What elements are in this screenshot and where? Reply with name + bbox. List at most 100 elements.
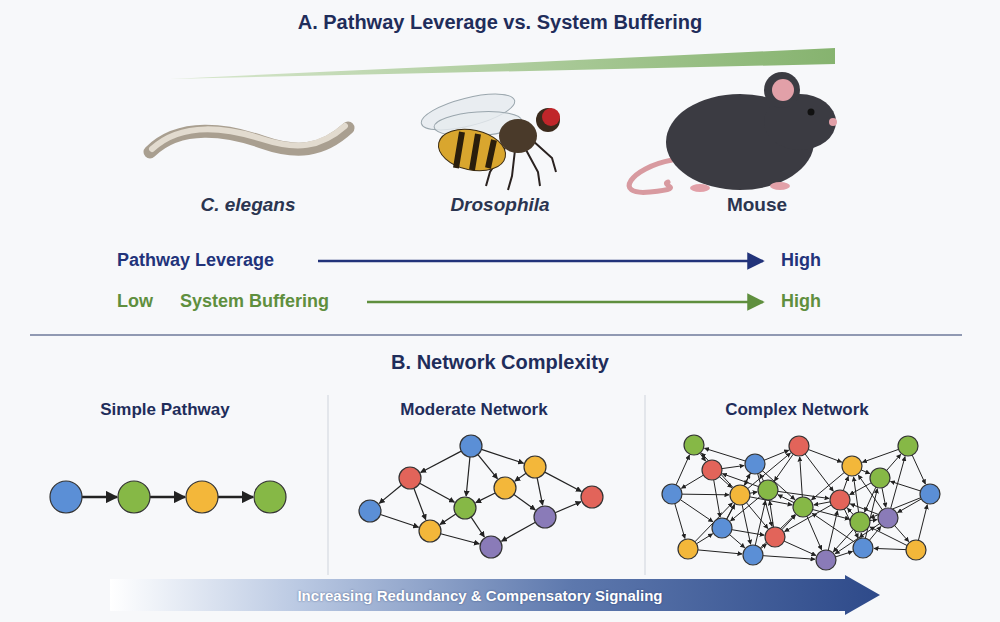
network-node [789,436,809,456]
text-label: Pathway Leverage [117,251,274,271]
mouse-illustration [629,72,837,192]
text-label: High [781,251,821,271]
network-node [816,550,836,570]
network-link [869,526,881,540]
network-link [501,522,535,541]
mouse-nose [829,118,837,126]
section-divider [30,334,962,335]
network-link [895,526,909,542]
network-node [581,486,603,508]
network-link [813,510,850,520]
network-link [882,488,886,507]
network-link [746,503,768,529]
network-link [478,455,498,479]
network-link [727,474,750,519]
network-link [682,494,729,496]
network-link [861,533,863,538]
network-link [750,492,757,493]
network-link [150,496,185,499]
network-link [441,534,480,544]
mouse-ear [764,72,800,108]
network-node [534,506,556,528]
network-link [514,494,535,509]
network-link [537,478,542,505]
network-link [778,495,794,503]
network-link [890,481,920,491]
network-link [476,493,495,503]
network-node [842,456,862,476]
fly-thorax [499,119,537,153]
network-node [186,481,218,513]
fly-illustration [418,87,560,190]
network-link [675,504,685,539]
network-node [480,536,502,558]
network-link [912,455,925,484]
network-node [254,481,286,513]
network-node [678,539,698,559]
network-link [379,485,401,503]
network-link [722,466,744,469]
network-link [861,470,870,474]
network-node [906,540,926,560]
network-link [774,454,793,481]
network-link [82,496,117,499]
network-node [712,518,732,538]
network-link [545,472,582,491]
network-link [870,527,907,546]
fly-eye [542,108,560,126]
network-node [898,436,918,456]
mouse-ear-inner [772,79,794,101]
network-node [853,538,873,558]
network-link [782,515,796,530]
network-link [800,457,803,497]
network-node [920,484,940,504]
network-link [812,513,855,542]
text-label: B. Network Complexity [391,351,609,373]
network-link [870,520,877,521]
network-link [843,476,848,490]
network-link [763,556,815,560]
network-link [681,475,703,488]
network-drawings [50,435,940,570]
network-node [399,467,421,489]
network-link [701,453,733,488]
network-node [524,456,546,478]
network-link [421,451,462,472]
network-link [466,457,470,496]
mouse-tail [629,160,672,192]
gradient-wedge [170,48,835,79]
network-node [878,508,898,528]
network-node [743,545,763,565]
network-link [471,517,484,537]
leverage-arrow [318,260,763,263]
network-link [808,450,841,463]
network-link [784,541,816,555]
network-link [755,501,765,546]
banner-arrow-body [110,575,880,615]
mouse-foot [690,184,710,192]
network-link [697,534,713,544]
network-link [764,450,789,460]
network-node [765,527,785,547]
network-link [918,505,927,541]
text-label: C. elegans [200,195,295,216]
network-node [793,497,813,517]
network-link [891,457,905,509]
network-node [494,477,516,499]
network-node [460,435,482,457]
network-node [745,454,765,474]
mouse-foot [770,182,790,190]
text-label: Complex Network [725,401,869,420]
network-link [828,511,837,551]
network-node [454,497,476,519]
fly-stripes [456,132,494,170]
network-link [760,474,764,481]
network-node [758,480,778,500]
buffering-arrow [367,301,763,304]
network-link [732,530,764,535]
network-link [847,508,853,514]
network-link [680,500,713,522]
network-link [440,514,456,524]
network-node [118,481,150,513]
network-link [555,502,581,513]
